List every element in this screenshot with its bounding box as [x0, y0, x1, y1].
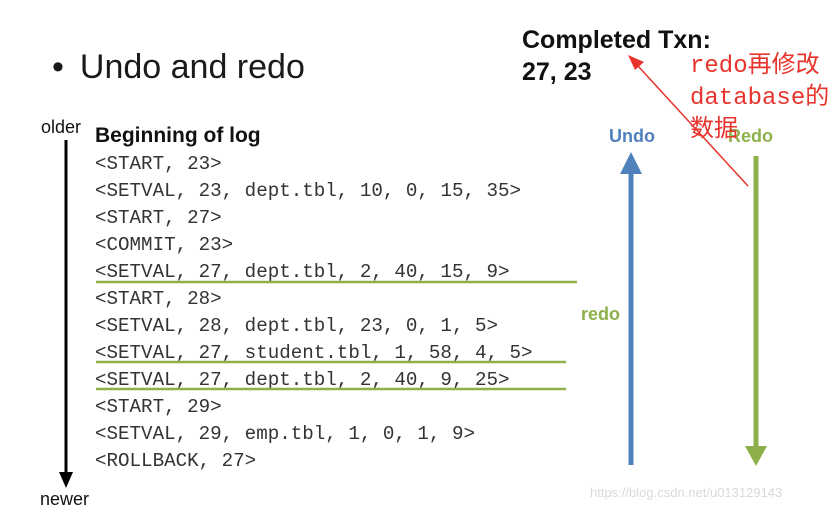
bullet-dot: • [52, 48, 64, 86]
older-label: older [41, 117, 82, 137]
completed-txn-box: Completed Txn: 27, 23 [522, 24, 711, 88]
log-entry: <SETVAL, 28, dept.tbl, 23, 0, 1, 5> [95, 315, 499, 337]
newer-label: newer [40, 489, 90, 509]
watermark: https://blog.csdn.net/u013129143 [590, 485, 783, 500]
red-annotation: redo再修改 database的 数据 [690, 51, 829, 147]
log-entry-underlined: <SETVAL, 27, dept.tbl, 2, 40, 9, 25> [95, 369, 510, 391]
log-entry-underlined: <SETVAL, 27, dept.tbl, 2, 40, 15, 9> [95, 261, 510, 283]
log-entry: <START, 29> [95, 396, 222, 418]
slide-bullet-title: • Undo and redo [52, 48, 305, 87]
slide-title: Undo and redo [79, 48, 305, 86]
log-underlines [96, 280, 577, 391]
completed-txn-values: 27, 23 [522, 58, 592, 86]
redo-arrow [745, 156, 767, 466]
timeline-arrow [59, 140, 73, 488]
log-entry: <SETVAL, 29, emp.tbl, 1, 0, 1, 9> [95, 423, 475, 445]
annotation-line: database的 [690, 85, 830, 112]
log-entries: <START, 23> <SETVAL, 23, dept.tbl, 10, 0… [95, 151, 533, 475]
log-title: Beginning of log [95, 124, 261, 147]
log-entry-underlined: <SETVAL, 27, student.tbl, 1, 58, 4, 5> [95, 342, 533, 364]
undo-arrow [620, 152, 642, 465]
log-entry: <COMMIT, 23> [95, 234, 234, 256]
undo-label: Undo [609, 126, 655, 146]
log-entry: <SETVAL, 23, dept.tbl, 10, 0, 15, 35> [95, 180, 522, 202]
log-entry: <ROLLBACK, 27> [95, 450, 257, 472]
log-entry: <START, 27> [95, 207, 222, 229]
redo-label: Redo [728, 126, 773, 146]
annotation-pointer-arrow [628, 55, 749, 187]
log-entry: <START, 23> [95, 153, 222, 175]
annotation-line: redo再修改 [690, 53, 820, 80]
log-entry: <START, 28> [95, 288, 222, 310]
redo-mid-label: redo [581, 304, 621, 324]
completed-txn-label: Completed Txn: [522, 26, 711, 54]
